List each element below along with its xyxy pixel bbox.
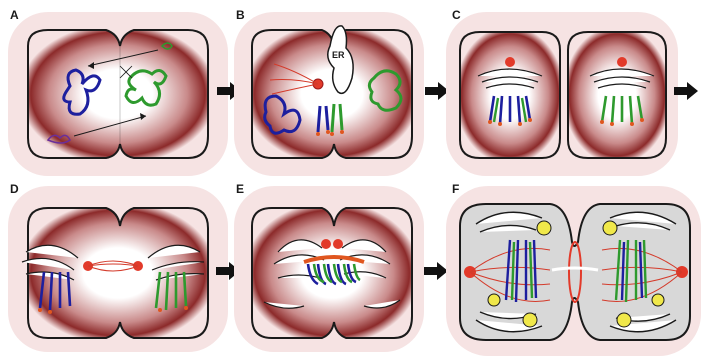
ring-structure bbox=[603, 221, 617, 235]
right-arrow-icon bbox=[674, 82, 698, 105]
panel-label-b: B bbox=[236, 8, 245, 22]
ring-structure bbox=[537, 221, 551, 235]
panel-label-f: F bbox=[452, 182, 459, 196]
zygote-cell bbox=[252, 208, 412, 338]
panel-e-illustration bbox=[234, 182, 424, 356]
centrosome bbox=[617, 57, 627, 67]
zygote-cell bbox=[28, 30, 208, 158]
left-cell bbox=[460, 32, 560, 158]
panel-label-d: D bbox=[10, 182, 19, 196]
panel-label-a: A bbox=[10, 8, 19, 22]
right-cell bbox=[568, 32, 666, 158]
panel-b: ER B bbox=[234, 6, 424, 176]
panel-f: F bbox=[446, 180, 701, 358]
panel-a: A bbox=[8, 6, 228, 176]
centrosome bbox=[333, 239, 343, 249]
panel-d-illustration bbox=[8, 182, 228, 356]
ring-structure bbox=[617, 313, 631, 327]
panel-b-illustration: ER bbox=[234, 6, 424, 176]
panel-d: D bbox=[8, 182, 228, 356]
ring-structure bbox=[523, 313, 537, 327]
panel-f-illustration bbox=[446, 180, 701, 358]
panel-label-c: C bbox=[452, 8, 461, 22]
panel-c: C bbox=[446, 6, 678, 176]
right-arrow-icon bbox=[424, 262, 448, 285]
panel-label-e: E bbox=[236, 182, 244, 196]
centrosome bbox=[321, 239, 331, 249]
er-label: ER bbox=[332, 50, 345, 60]
panel-a-illustration bbox=[8, 6, 228, 176]
centrosome bbox=[505, 57, 515, 67]
panel-e: E bbox=[234, 182, 424, 356]
panel-c-illustration bbox=[446, 6, 678, 176]
